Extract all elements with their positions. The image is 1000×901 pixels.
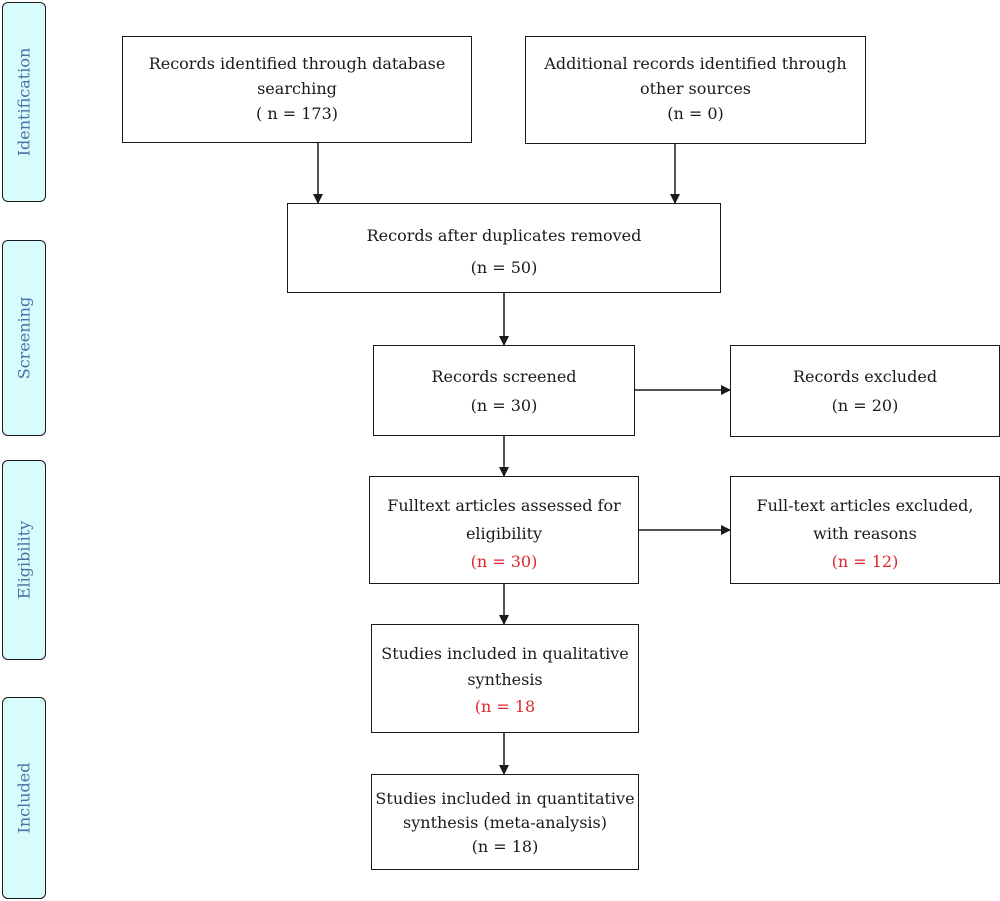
box-qualitative-line2: synthesis xyxy=(467,670,543,690)
phase-included: Included xyxy=(2,697,46,899)
box-other-sources: Additional records identified through ot… xyxy=(525,36,866,144)
box-database-count: ( n = 173) xyxy=(256,103,338,123)
box-screened-count: (n = 30) xyxy=(470,395,538,415)
box-database-line2: searching xyxy=(257,78,337,98)
box-database-line1: Records identified through database xyxy=(148,54,446,73)
box-database-records: Records identified through database sear… xyxy=(122,36,472,143)
box-duplicates-line1: Records after duplicates removed xyxy=(366,226,642,245)
box-quantitative-line2: synthesis (meta-analysis) xyxy=(403,813,607,832)
box-fulltext-count: (n = 30) xyxy=(470,552,538,571)
box-screened-line1: Records screened xyxy=(431,367,577,386)
box-quantitative-line1: Studies included in quantitative xyxy=(375,789,635,808)
box-records-excluded: Records excluded (n = 20) xyxy=(730,345,1000,437)
box-records-screened: Records screened (n = 30) xyxy=(373,345,635,436)
box-duplicates-count: (n = 50) xyxy=(470,258,538,277)
phase-screening: Screening xyxy=(2,240,46,436)
box-quantitative-synthesis: Studies included in quantitative synthes… xyxy=(371,774,639,870)
box-other-count: (n = 0) xyxy=(667,103,724,123)
box-fulltext-excluded-line2: with reasons xyxy=(813,524,917,543)
box-other-line1: Additional records identified through xyxy=(544,54,847,73)
box-duplicates-removed: Records after duplicates removed (n = 50… xyxy=(287,203,721,293)
phase-eligibility: Eligibility xyxy=(2,460,46,660)
phase-identification: Identification xyxy=(2,2,46,202)
box-fulltext-excluded-count: (n = 12) xyxy=(831,552,899,571)
box-excluded-count: (n = 20) xyxy=(831,395,899,415)
box-fulltext-line2: eligibility xyxy=(465,524,543,543)
box-qualitative-synthesis: Studies included in qualitative synthesi… xyxy=(371,624,639,733)
box-fulltext-excluded-line1: Full-text articles excluded, xyxy=(756,496,974,515)
box-fulltext-excluded: Full-text articles excluded, with reason… xyxy=(730,476,1000,584)
box-excluded-line1: Records excluded xyxy=(792,367,938,386)
box-fulltext-line1: Fulltext articles assessed for xyxy=(387,496,621,515)
box-fulltext-assessed: Fulltext articles assessed for eligibili… xyxy=(369,476,639,584)
box-qualitative-count: (n = 18 xyxy=(474,696,536,716)
box-other-line2: other sources xyxy=(639,78,751,98)
box-qualitative-line1: Studies included in qualitative xyxy=(381,644,629,663)
box-quantitative-count: (n = 18) xyxy=(471,837,539,856)
